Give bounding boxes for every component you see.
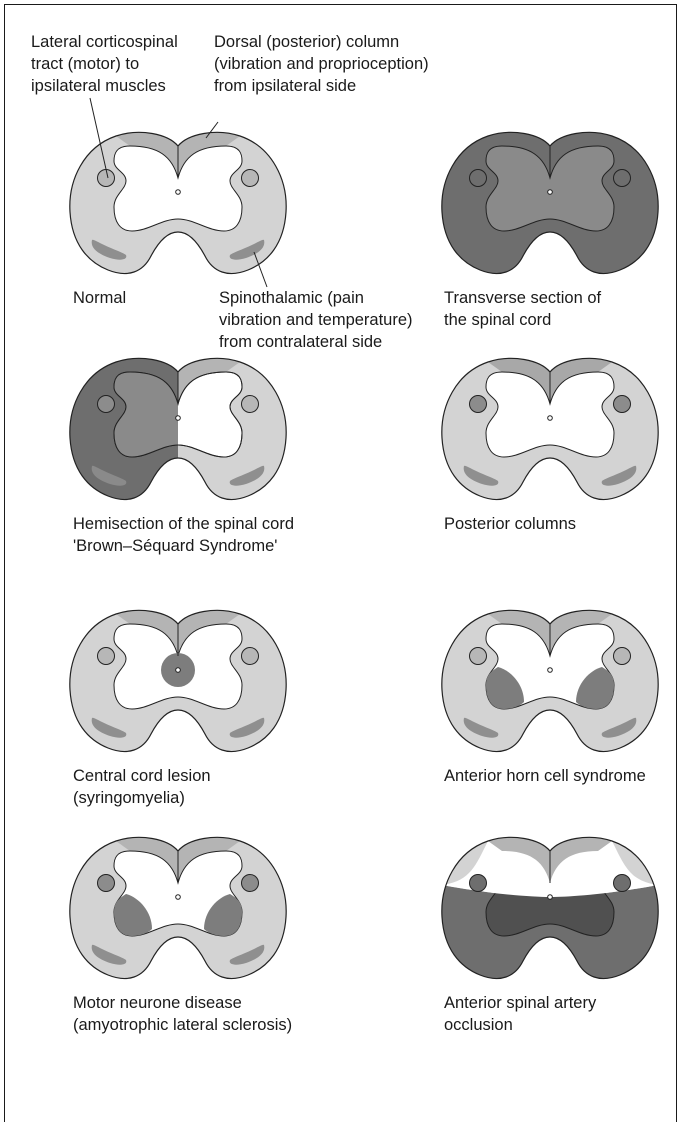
caption-central: Central cord lesion(syringomyelia) (73, 767, 211, 807)
cord-body (58, 817, 298, 997)
corticospinal-tract-right (242, 170, 259, 187)
cord-anterior-horn (430, 590, 670, 770)
central-canal (548, 895, 553, 900)
label-dorsal-column: Dorsal (posterior) column(vibration and … (214, 33, 429, 95)
corticospinal-tract-left (98, 875, 115, 892)
corticospinal-tract-right (614, 648, 631, 665)
cord-central (58, 590, 298, 770)
cord-body (58, 112, 298, 292)
central-canal (548, 416, 553, 421)
central-canal (176, 668, 181, 673)
central-canal (176, 190, 181, 195)
cord-asa (430, 817, 670, 997)
cord-body (430, 817, 670, 997)
cord-body (430, 112, 670, 292)
corticospinal-tract-right (242, 648, 259, 665)
corticospinal-tract-left (98, 170, 115, 187)
central-canal (548, 190, 553, 195)
caption-posterior: Posterior columns (444, 515, 576, 533)
central-canal (548, 668, 553, 673)
caption-mnd: Motor neurone disease(amyotrophic latera… (73, 994, 292, 1034)
corticospinal-tract-right (614, 170, 631, 187)
corticospinal-tract-right (242, 875, 259, 892)
caption-anterior-horn: Anterior horn cell syndrome (444, 767, 646, 785)
central-canal (176, 895, 181, 900)
corticospinal-tract-left (470, 875, 487, 892)
cord-body (58, 338, 298, 518)
caption-hemisection: Hemisection of the spinal cord'Brown–Séq… (73, 515, 294, 555)
corticospinal-tract-right (242, 396, 259, 413)
corticospinal-tract-left (470, 170, 487, 187)
cord-posterior (430, 338, 670, 518)
corticospinal-tract-left (470, 648, 487, 665)
corticospinal-tract-right (614, 396, 631, 413)
corticospinal-tract-left (98, 396, 115, 413)
cord-body (430, 338, 670, 518)
corticospinal-tract-left (98, 648, 115, 665)
cord-body (58, 590, 298, 770)
cord-transverse (430, 112, 670, 292)
caption-normal: Normal (73, 289, 126, 307)
cord-normal (58, 112, 298, 292)
cord-mnd (58, 817, 298, 997)
corticospinal-tract-right (614, 875, 631, 892)
corticospinal-tract-left (470, 396, 487, 413)
cord-hemisection (58, 338, 298, 518)
central-canal (176, 416, 181, 421)
cord-body (430, 590, 670, 770)
